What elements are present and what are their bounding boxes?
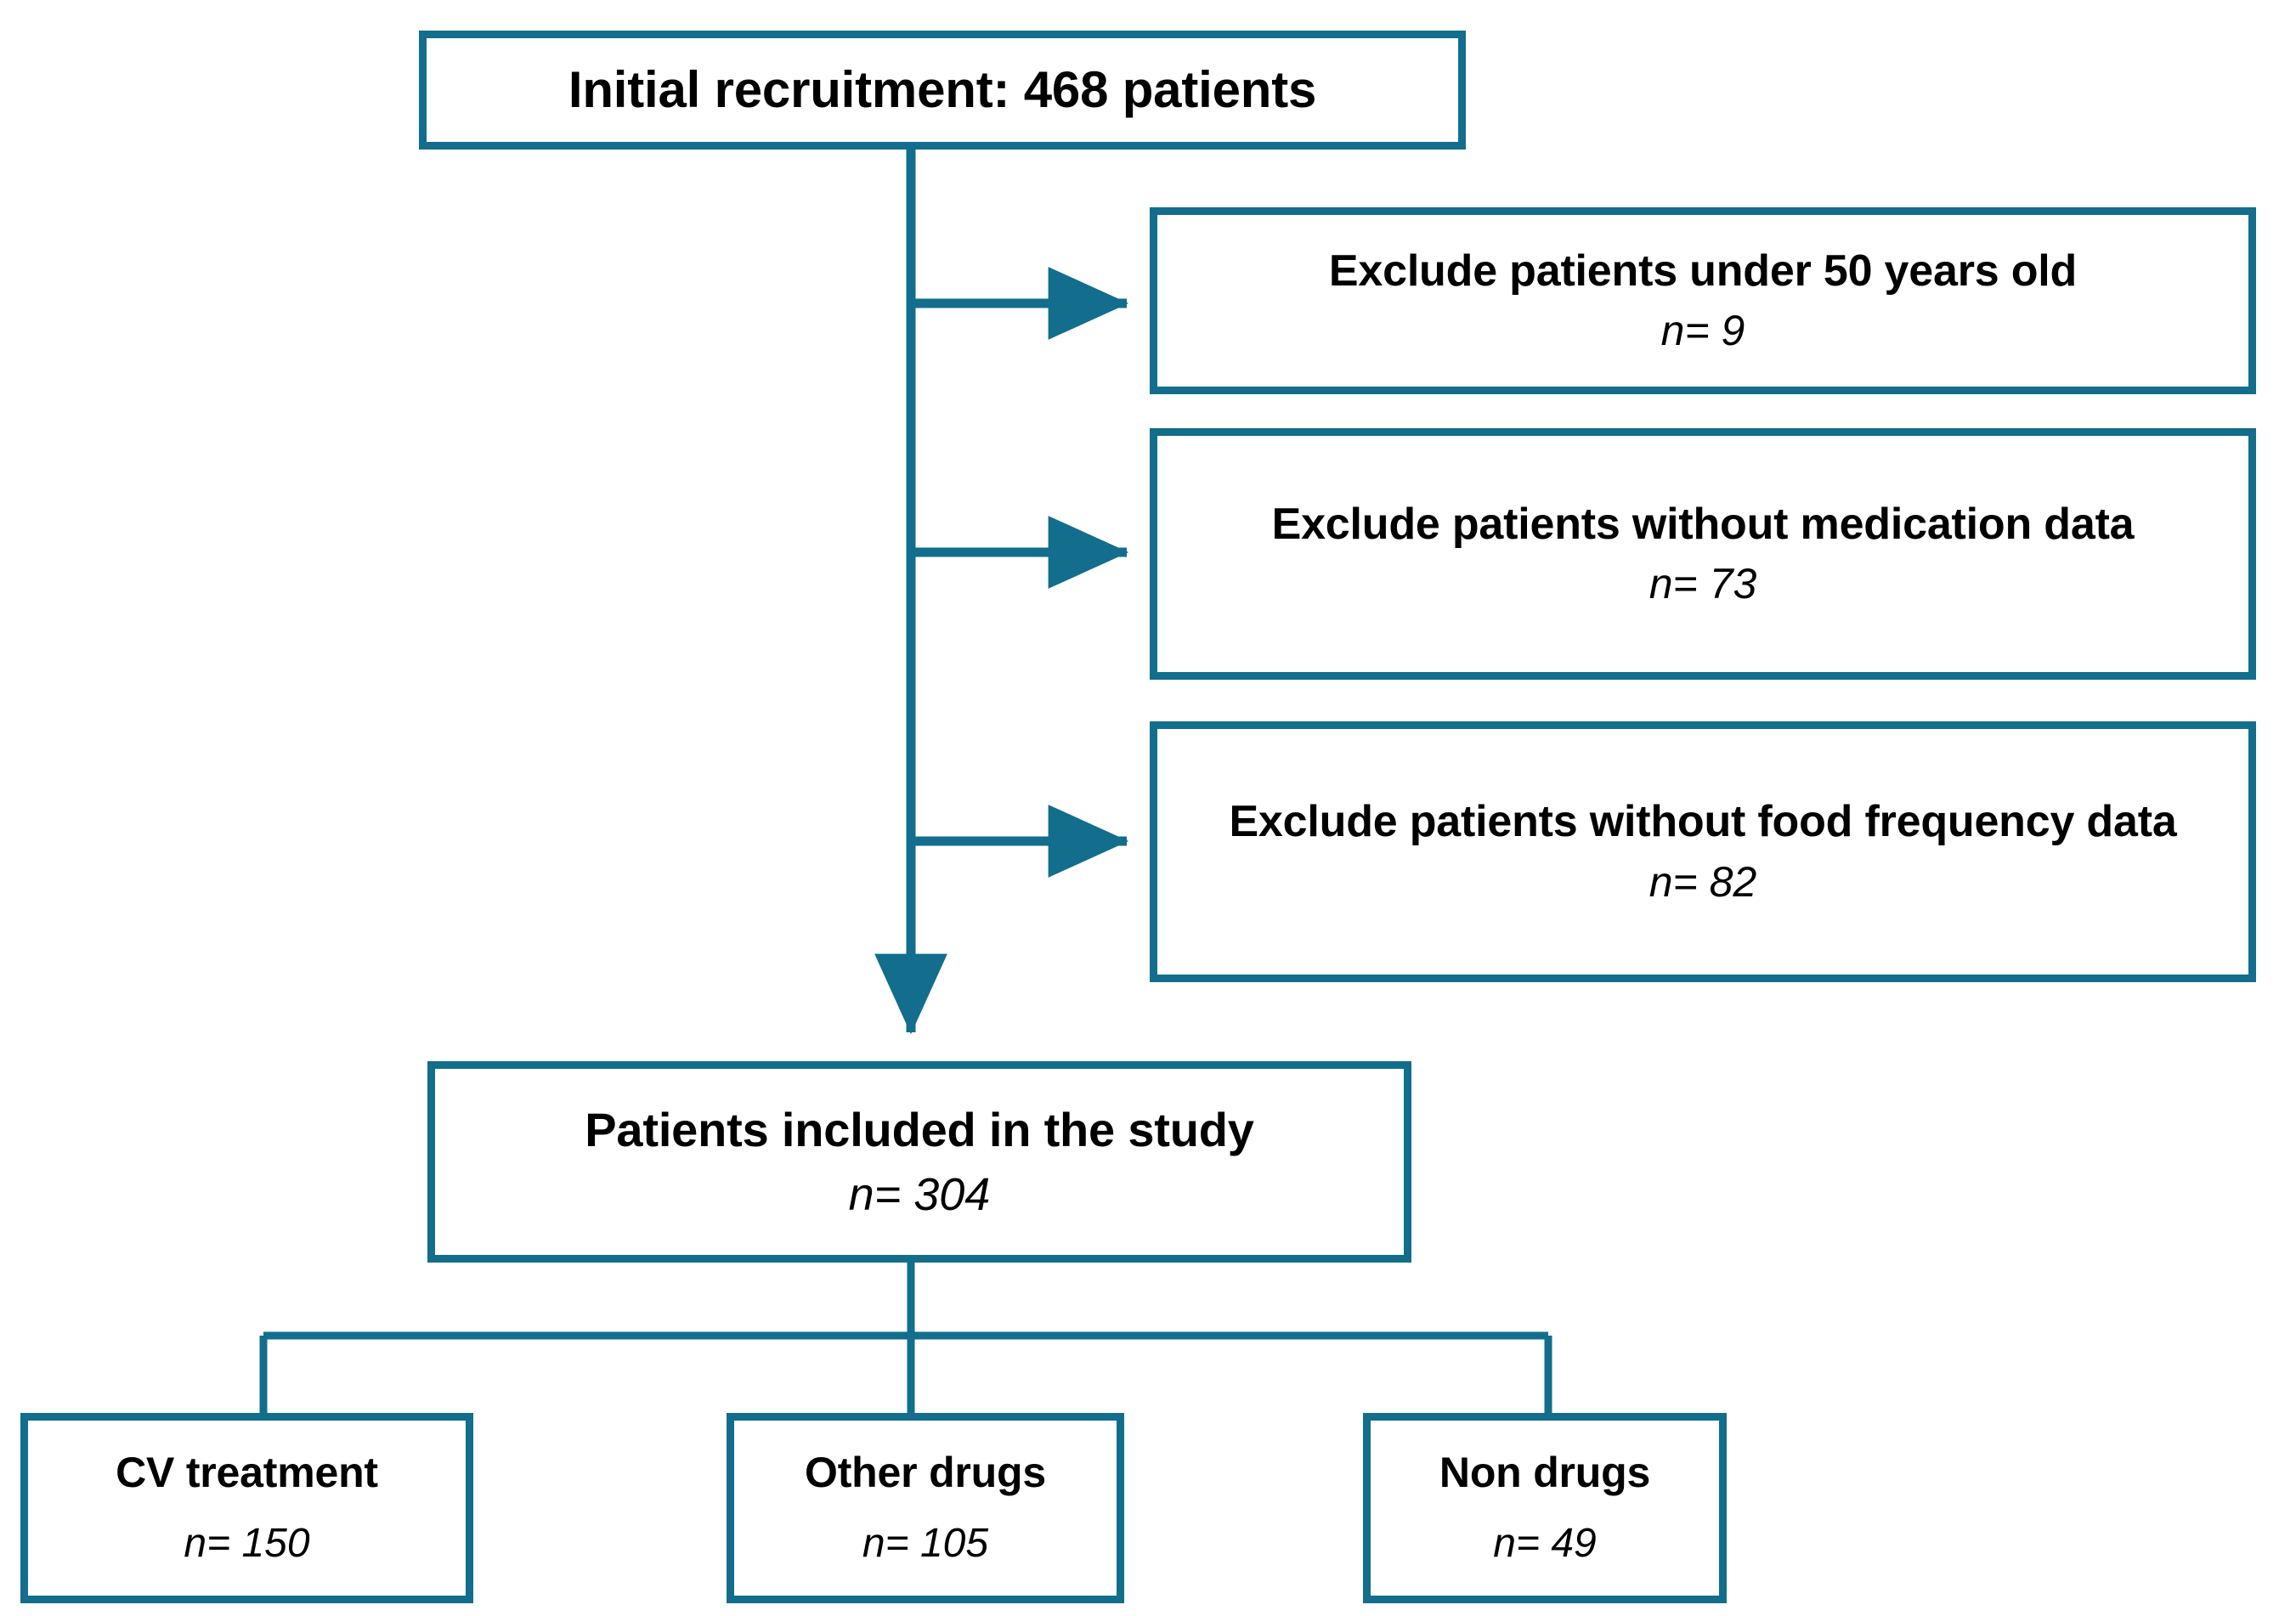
- node-exclude-no-medication-data-count: n= 73: [1648, 560, 1757, 608]
- node-initial-recruitment: Initial recruitment: 468 patients: [419, 31, 1466, 150]
- node-exclude-under-50: Exclude patients under 50 years old n= 9: [1150, 207, 2256, 394]
- node-exclude-under-50-title: Exclude patients under 50 years old: [1328, 246, 2078, 296]
- node-exclude-no-food-frequency-data-count: n= 82: [1648, 857, 1757, 906]
- node-cv-treatment-title: CV treatment: [116, 1449, 378, 1497]
- node-other-drugs-title: Other drugs: [805, 1449, 1046, 1497]
- node-exclude-under-50-count: n= 9: [1660, 307, 1745, 355]
- connector-included-split: [259, 1263, 1552, 1415]
- node-other-drugs: Other drugs n= 105: [727, 1413, 1124, 1603]
- node-patients-included-count: n= 304: [848, 1168, 991, 1220]
- node-patients-included-title: Patients included in the study: [585, 1102, 1254, 1156]
- node-cv-treatment: CV treatment n= 150: [20, 1413, 473, 1603]
- node-exclude-no-medication-data-title: Exclude patients without medication data: [1271, 499, 2135, 549]
- node-cv-treatment-count: n= 150: [184, 1521, 310, 1567]
- node-other-drugs-count: n= 105: [862, 1521, 989, 1567]
- node-patients-included: Patients included in the study n= 304: [427, 1061, 1411, 1263]
- node-exclude-no-food-frequency-data-title: Exclude patients without food frequency …: [1229, 797, 2177, 847]
- node-non-drugs-title: Non drugs: [1439, 1449, 1651, 1497]
- node-exclude-no-medication-data: Exclude patients without medication data…: [1150, 428, 2256, 680]
- node-non-drugs: Non drugs n= 49: [1363, 1413, 1727, 1603]
- node-exclude-no-food-frequency-data: Exclude patients without food frequency …: [1150, 721, 2256, 982]
- node-initial-recruitment-title: Initial recruitment: 468 patients: [568, 60, 1317, 118]
- node-non-drugs-count: n= 49: [1493, 1521, 1597, 1567]
